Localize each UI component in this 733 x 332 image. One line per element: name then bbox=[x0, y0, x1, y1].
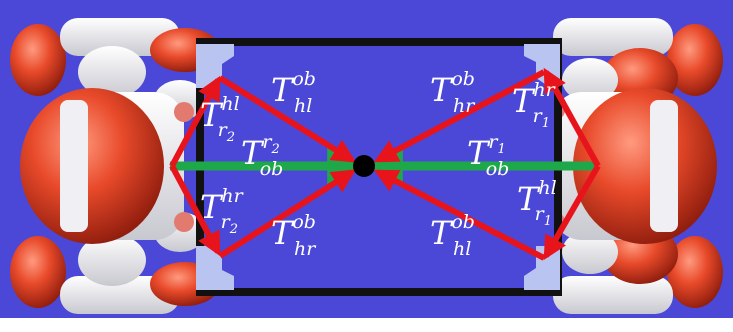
arrow-hl-ob-right bbox=[373, 169, 546, 261]
robot-right-icon bbox=[545, 18, 723, 314]
arrow-r1-hr bbox=[543, 67, 601, 168]
arrow-hl-ob-left bbox=[218, 75, 357, 163]
arrow-hr-ob-right bbox=[373, 69, 546, 163]
object-dot-icon bbox=[353, 155, 375, 177]
arrow-r1-hl bbox=[543, 164, 601, 261]
arrow-r2-hr bbox=[169, 164, 221, 257]
gripper-left-bottom bbox=[196, 246, 234, 290]
arrow-hr-ob-left bbox=[218, 169, 357, 259]
arrow-r2-hl bbox=[169, 75, 221, 168]
bottom-strip bbox=[0, 318, 733, 332]
